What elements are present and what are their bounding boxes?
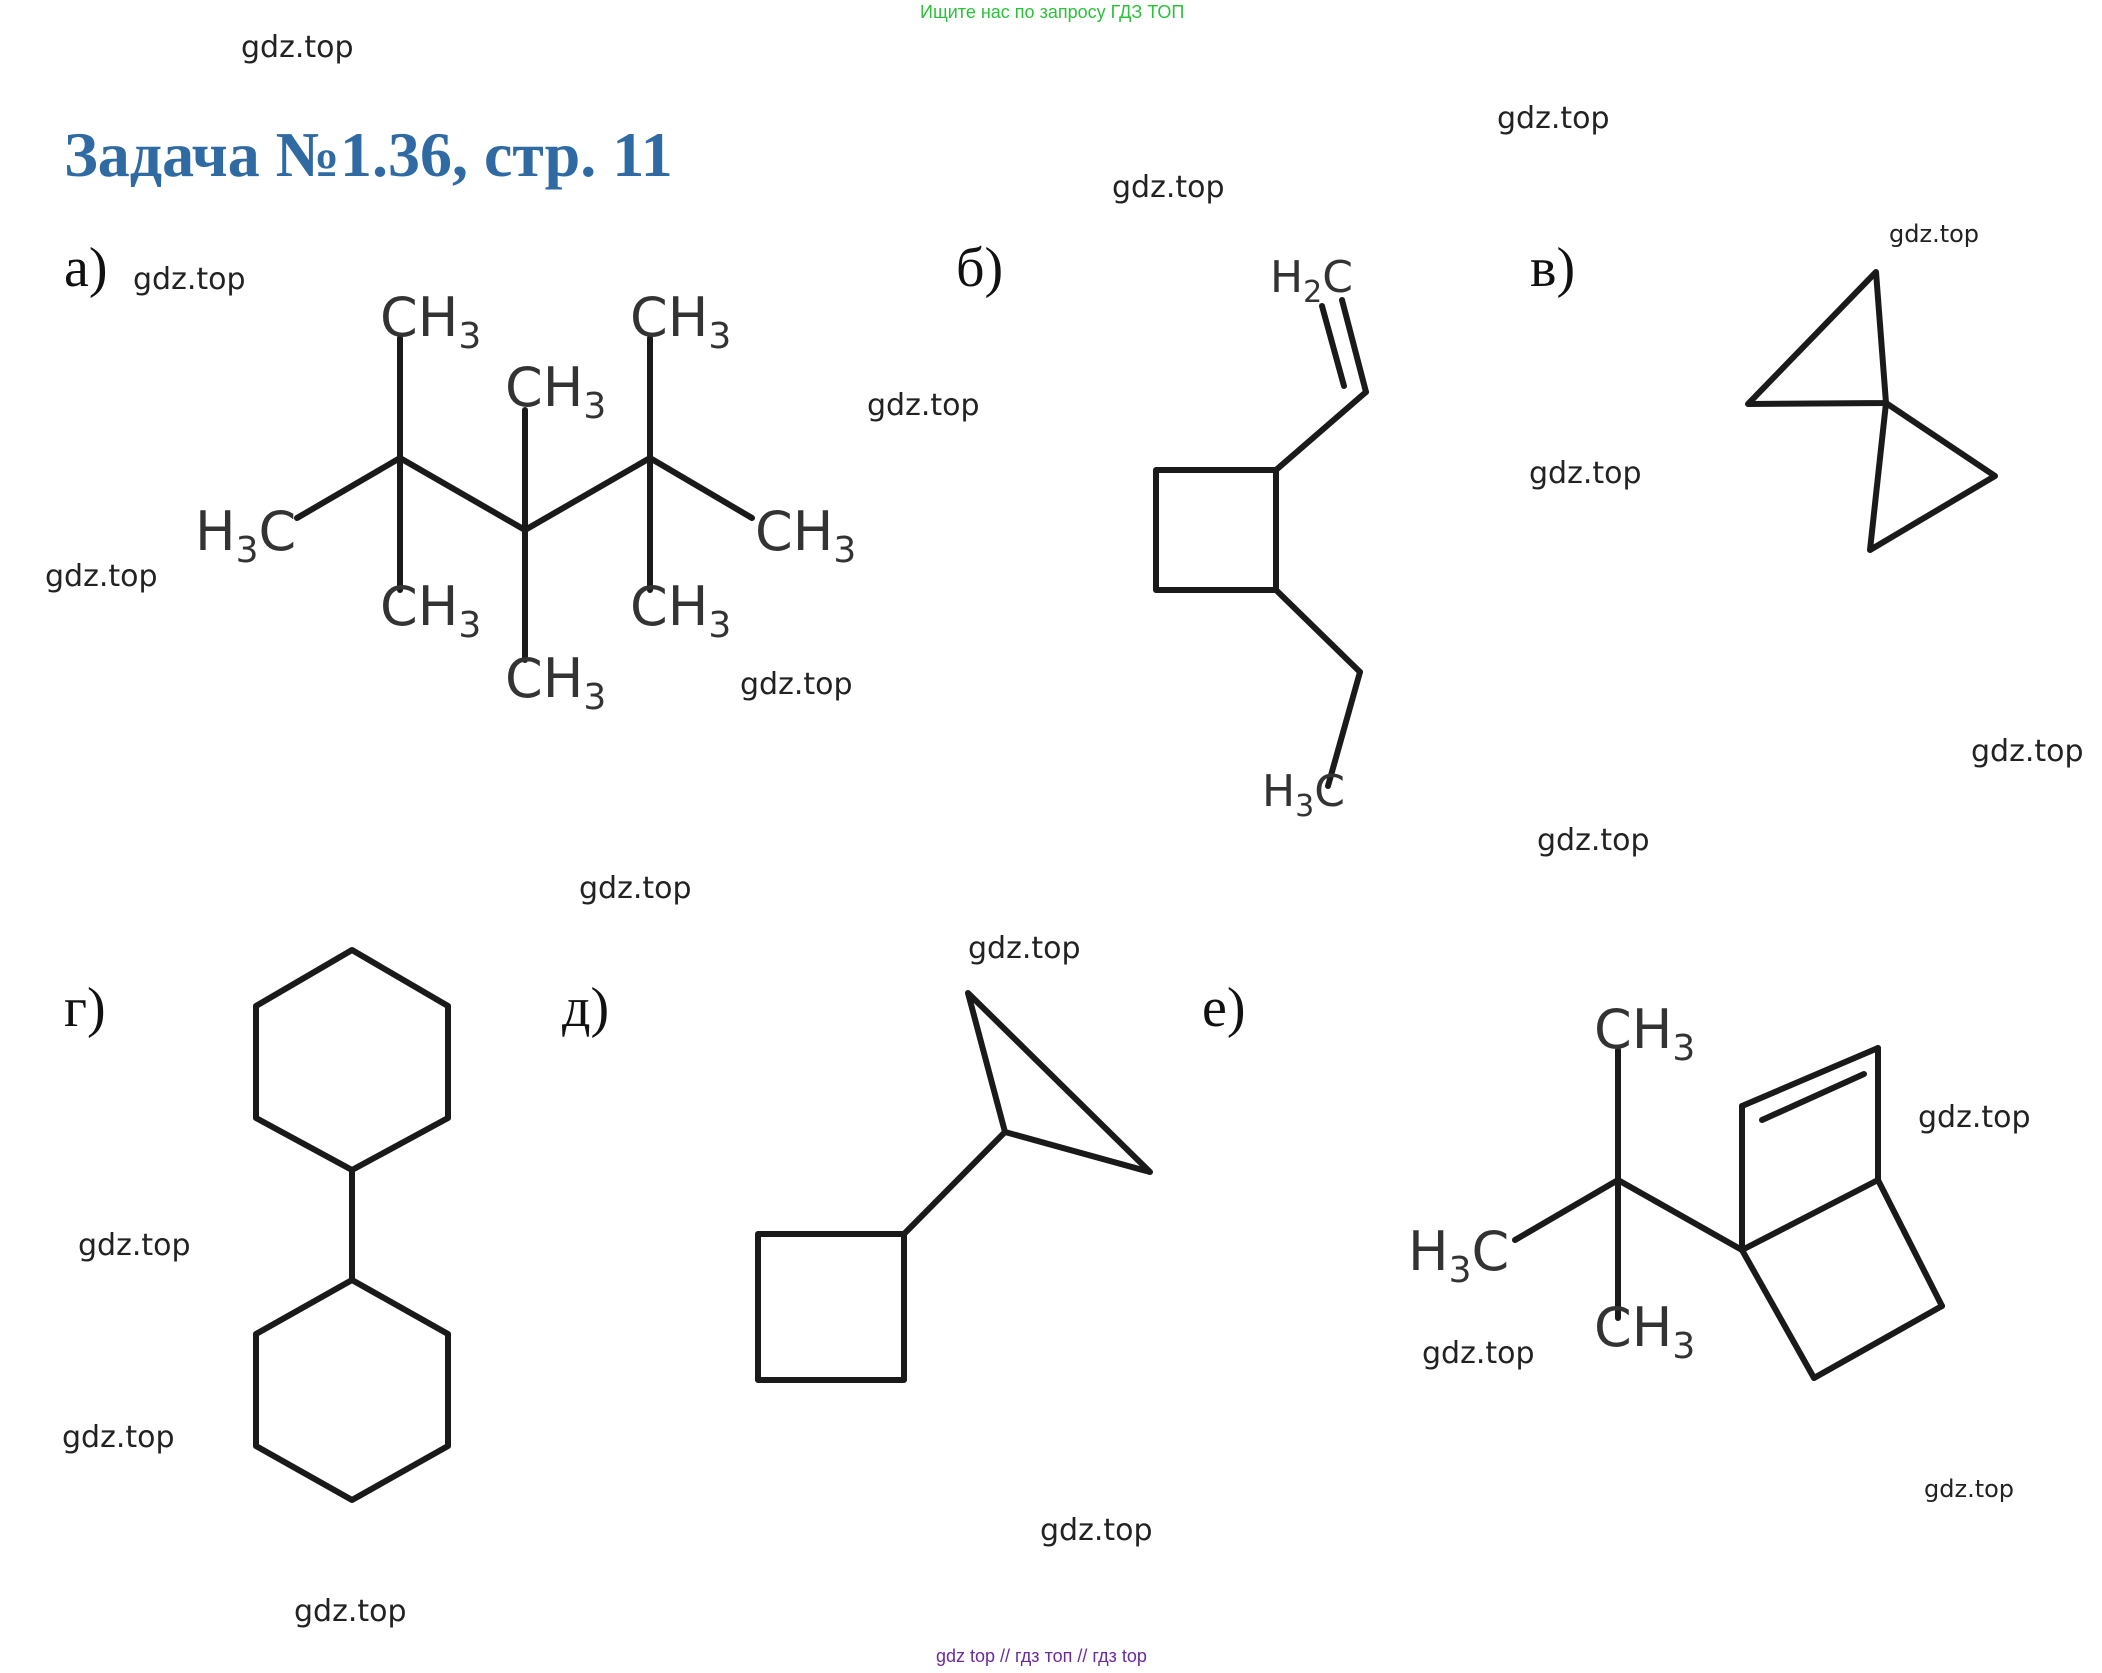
watermark: gdz.top (133, 262, 246, 297)
watermark: gdz.top (1889, 220, 1980, 248)
structure-b-bonds (1153, 297, 1369, 789)
label-b: б) (956, 237, 1004, 299)
watermark: gdz.top (62, 1420, 175, 1455)
watermark: gdz.top (241, 30, 354, 65)
watermark: gdz.top (1497, 101, 1610, 136)
structure-e-bonds (1512, 1045, 1945, 1381)
watermark: gdz.top (1112, 170, 1225, 205)
watermark: gdz.top (1529, 456, 1642, 491)
atom-label: CH3 (630, 575, 731, 646)
label-d: д) (562, 977, 610, 1039)
structure-v-bonds (1745, 269, 1998, 553)
watermark: gdz.top (740, 667, 853, 702)
structure-g-bonds (253, 947, 451, 1503)
structure-d-bonds (755, 990, 1153, 1383)
watermark: gdz.top (968, 931, 1081, 966)
watermark: gdz.top (45, 559, 158, 594)
atom-label: CH3 (1594, 998, 1695, 1069)
label-v: в) (1530, 237, 1576, 299)
label-g: г) (64, 977, 106, 1039)
structure-a-bonds (294, 335, 755, 663)
watermark: gdz.top (294, 1594, 407, 1629)
watermark: gdz.top (78, 1228, 191, 1263)
page-title: Задача №1.36, стр. 11 (64, 119, 673, 190)
atom-label: CH3 (380, 575, 481, 646)
watermark: gdz.top (579, 871, 692, 906)
watermark: gdz.top (1918, 1100, 2031, 1135)
watermark: gdz.top (1422, 1336, 1535, 1371)
atom-label: H3C (1408, 1220, 1509, 1291)
search-banner[interactable]: Ищите нас по запросу ГДЗ ТОП (920, 2, 1185, 22)
watermark: gdz.top (1924, 1475, 2015, 1503)
label-e: е) (1202, 977, 1246, 1039)
watermark: gdz.top (867, 388, 980, 423)
atom-label: H2C (1270, 252, 1353, 310)
atom-label: CH3 (755, 500, 856, 571)
footer-links[interactable]: gdz top // гдз топ // гдз top (936, 1646, 1147, 1666)
atom-label: CH3 (380, 286, 481, 357)
watermark: gdz.top (1040, 1513, 1153, 1548)
label-a: а) (64, 237, 108, 299)
atom-label: CH3 (1594, 1296, 1695, 1367)
atom-label: CH3 (505, 647, 606, 718)
atom-label: CH3 (505, 356, 606, 427)
watermark: gdz.top (1971, 734, 2084, 769)
watermark: gdz.top (1537, 823, 1650, 858)
atom-label: H3C (1262, 766, 1345, 824)
atom-label: H3C (195, 500, 296, 571)
atom-label: CH3 (630, 286, 731, 357)
